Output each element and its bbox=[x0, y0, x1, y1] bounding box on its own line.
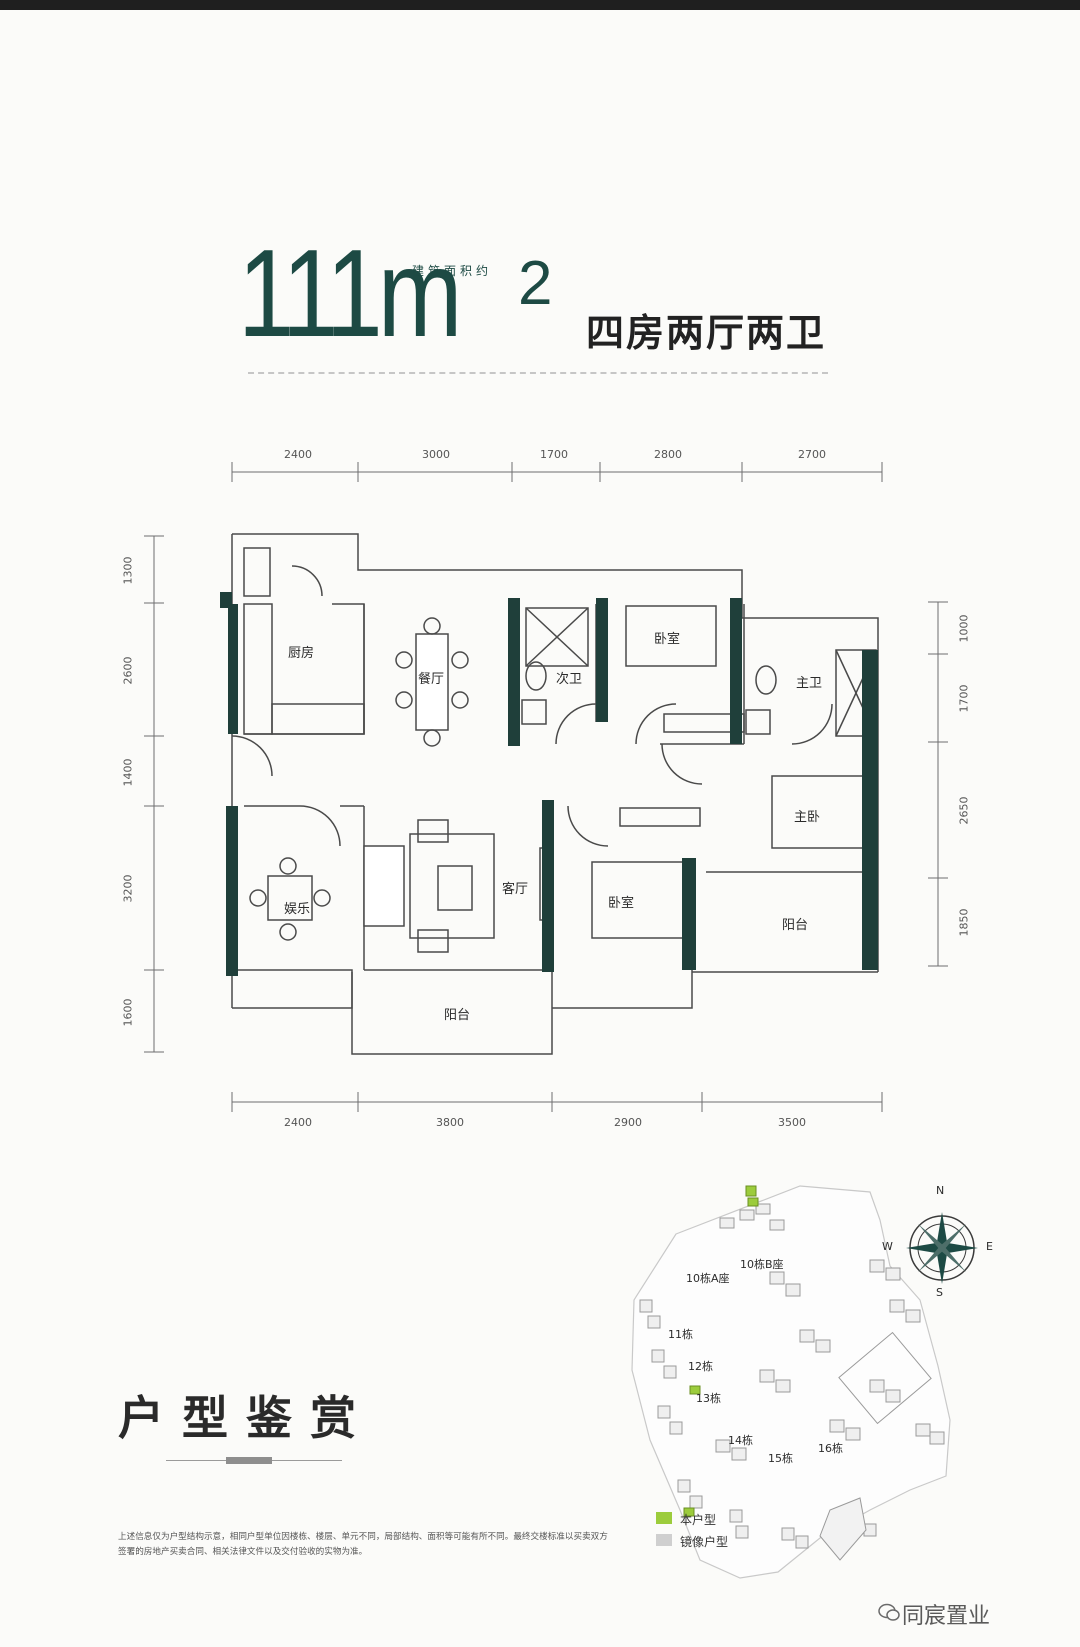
dim-top-3: 1700 bbox=[540, 448, 568, 461]
dim-top-5: 2700 bbox=[798, 448, 826, 461]
dim-top-4: 2800 bbox=[654, 448, 682, 461]
room-dining: 餐厅 bbox=[418, 672, 445, 687]
bldg-10a: 10栋A座 bbox=[686, 1272, 730, 1285]
dim-bottom-3: 2900 bbox=[614, 1116, 642, 1129]
bldg-13: 13栋 bbox=[696, 1392, 721, 1405]
dim-right-4: 1850 bbox=[957, 908, 971, 937]
layout-type: 四房两厅两卫 bbox=[586, 311, 827, 355]
room-bedroom-mid: 卧室 bbox=[608, 896, 635, 911]
bldg-14: 14栋 bbox=[728, 1434, 753, 1447]
room-bedroom-top: 卧室 bbox=[654, 632, 681, 647]
room-balcony-bottom: 阳台 bbox=[444, 1008, 471, 1023]
legend-label-this-unit: 本户型 bbox=[680, 1513, 717, 1527]
bldg-15: 15栋 bbox=[768, 1452, 793, 1465]
area-superscript: 2 bbox=[518, 249, 553, 318]
bldg-10b: 10栋B座 bbox=[740, 1258, 784, 1271]
dim-right-2: 1700 bbox=[957, 684, 971, 713]
dim-bottom-2: 3800 bbox=[436, 1116, 464, 1129]
top-bar bbox=[0, 0, 1080, 10]
bldg-12: 12栋 bbox=[688, 1360, 713, 1373]
dim-left-3: 1400 bbox=[121, 758, 135, 787]
section-title-mark bbox=[226, 1457, 272, 1464]
room-master-bath: 主卫 bbox=[796, 676, 823, 691]
header-divider bbox=[248, 372, 828, 374]
dim-bottom-1: 2400 bbox=[284, 1116, 312, 1129]
disclaimer-text: 上述信息仅为户型结构示意，相同户型单位因楼栋、楼层、单元不同，局部结构、面积等可… bbox=[118, 1532, 608, 1557]
legend-label-mirror-unit: 镜像户型 bbox=[680, 1535, 729, 1549]
dim-right-1: 1000 bbox=[957, 614, 971, 643]
room-balcony-right: 阳台 bbox=[782, 918, 809, 933]
site-map bbox=[631, 1185, 951, 1579]
dim-left-4: 3200 bbox=[121, 874, 135, 903]
compass-e: E bbox=[986, 1240, 993, 1253]
dim-right-3: 2650 bbox=[957, 796, 971, 825]
dim-left-2: 2600 bbox=[121, 656, 135, 685]
legend-swatch-this-unit bbox=[656, 1512, 672, 1524]
dim-left-5: 1600 bbox=[121, 998, 135, 1027]
room-entertainment: 娱乐 bbox=[284, 902, 311, 917]
area-note: 建筑面积约 bbox=[412, 264, 493, 278]
dim-top-2: 3000 bbox=[422, 448, 450, 461]
area-number: 111m bbox=[238, 225, 462, 363]
room-kitchen: 厨房 bbox=[288, 646, 315, 661]
compass-icon bbox=[906, 1212, 978, 1284]
compass-n: N bbox=[936, 1184, 945, 1197]
room-living: 客厅 bbox=[502, 882, 529, 897]
dim-bottom-4: 3500 bbox=[778, 1116, 806, 1129]
bldg-16: 16栋 bbox=[818, 1442, 843, 1455]
legend-swatch-mirror-unit bbox=[656, 1534, 672, 1546]
bldg-11: 11栋 bbox=[668, 1328, 693, 1341]
room-master-bed: 主卧 bbox=[794, 810, 821, 825]
compass-s: S bbox=[936, 1286, 943, 1299]
room-second-bath: 次卫 bbox=[556, 672, 583, 687]
brand-name: 同宸置业 bbox=[902, 1604, 991, 1629]
dim-left-1: 1300 bbox=[121, 556, 135, 585]
wechat-icon bbox=[878, 1603, 900, 1621]
section-title: 户型鉴赏 bbox=[118, 1391, 374, 1445]
dim-top-1: 2400 bbox=[284, 448, 312, 461]
compass-w: W bbox=[882, 1240, 893, 1253]
